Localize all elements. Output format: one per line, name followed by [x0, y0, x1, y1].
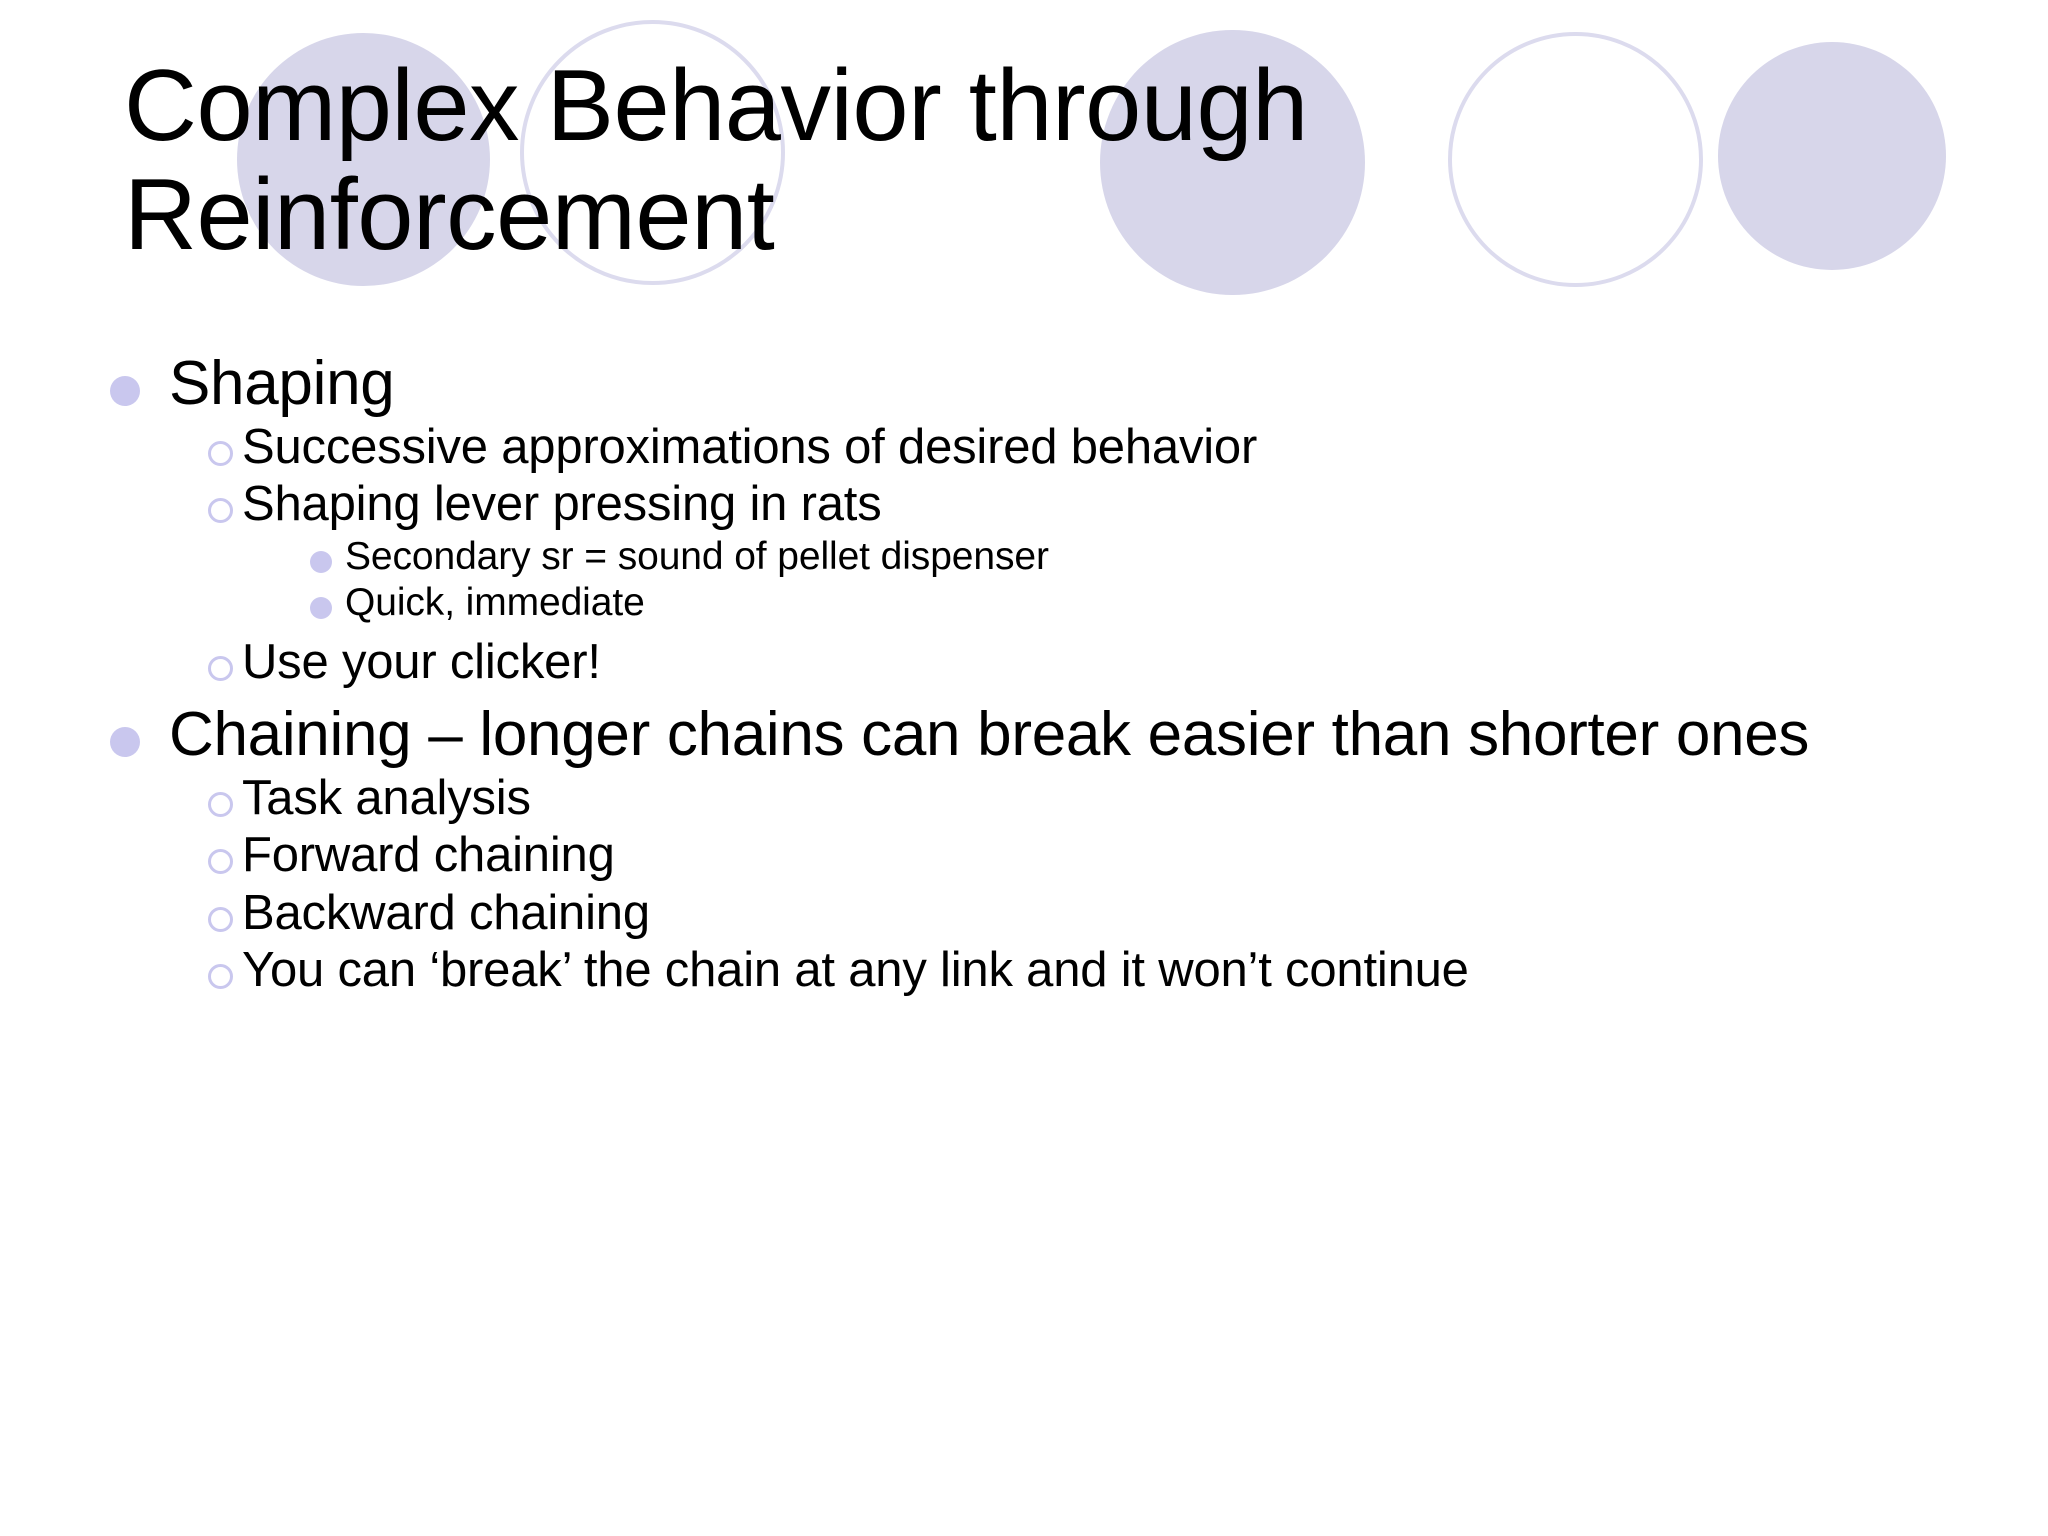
outline-item-level3-secondary-sr: Secondary sr = sound of pellet dispenser — [310, 534, 1970, 578]
outline-item-label: Chaining – longer chains can break easie… — [169, 699, 1810, 769]
filled-circle-bullet-icon — [310, 550, 332, 573]
outline-item-label: Shaping — [169, 349, 395, 418]
outline-item-label: Quick, immediate — [345, 581, 645, 625]
outline-item-level2-forward-chaining: Forward chaining — [208, 828, 1970, 883]
hollow-circle-bullet-icon — [208, 656, 233, 682]
outline-item-level2-use-your-clicker: Use your clicker! — [208, 635, 1970, 690]
hollow-circle-bullet-icon — [208, 964, 233, 989]
outline-item-level1-chaining: Chaining – longer chains can break easie… — [110, 699, 1970, 769]
hollow-circle-bullet-icon — [208, 498, 233, 524]
outline-item-label: Backward chaining — [242, 885, 650, 940]
slide-body-outline: Shaping Successive approximations of des… — [110, 348, 1970, 996]
outline-item-level2-task-analysis: Task analysis — [208, 770, 1970, 825]
hollow-circle-bullet-icon — [208, 906, 233, 932]
outline-item-label: Task analysis — [242, 770, 531, 825]
outline-item-level1-shaping: Shaping — [110, 352, 1970, 416]
hollow-circle-bullet-icon — [208, 849, 233, 875]
hollow-circle-bullet-icon — [208, 440, 233, 466]
outline-item-label: You can ‘break’ the chain at any link an… — [242, 943, 1469, 997]
outline-item-level2-successive-approximations: Successive approximations of desired beh… — [208, 419, 1970, 474]
decor-circle-5-filled-icon — [1718, 42, 1946, 270]
outline-item-label: Forward chaining — [242, 828, 615, 883]
filled-circle-bullet-icon — [310, 597, 332, 620]
outline-item-label: Shaping lever pressing in rats — [242, 477, 882, 532]
filled-circle-bullet-icon — [110, 726, 140, 757]
filled-circle-bullet-icon — [110, 376, 140, 406]
outline-item-level3-quick-immediate: Quick, immediate — [310, 582, 1970, 623]
outline-item-label: Secondary sr = sound of pellet dispenser — [345, 534, 1049, 578]
outline-item-level2-backward-chaining: Backward chaining — [208, 885, 1970, 940]
outline-item-label: Successive approximations of desired beh… — [242, 419, 1258, 474]
outline-item-level2-you-can-break-the-chain: You can ‘break’ the chain at any link an… — [208, 943, 1970, 997]
slide-title: Complex Behavior through Reinforcement — [124, 50, 1308, 272]
outline-item-label: Use your clicker! — [242, 635, 601, 690]
hollow-circle-bullet-icon — [208, 791, 233, 817]
outline-item-level2-shaping-lever-pressing: Shaping lever pressing in rats — [208, 477, 1970, 532]
